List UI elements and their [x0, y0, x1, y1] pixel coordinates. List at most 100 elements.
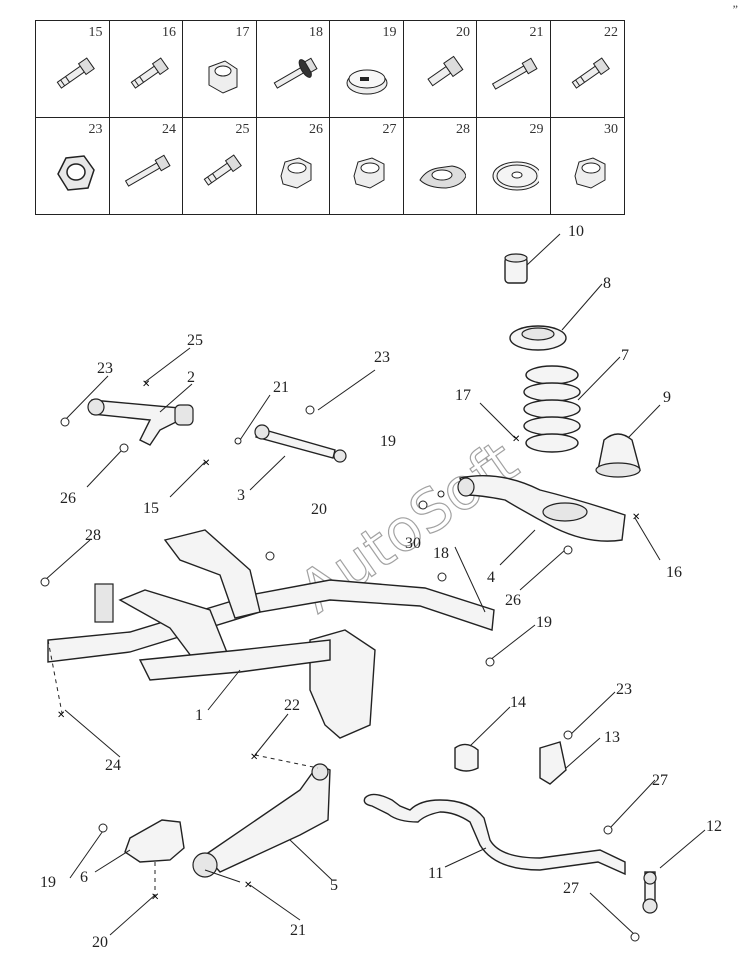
- legend-part-number: 25: [235, 121, 250, 137]
- callout-25: 25: [187, 332, 203, 349]
- legend-part-number: 19: [382, 25, 397, 40]
- callout-23: 23: [97, 360, 113, 377]
- callout-21: 21: [290, 922, 306, 939]
- fastener-markers: ✕ ✕ ✕ ✕ ✕ ✕ ✕ ✕: [40, 379, 640, 942]
- callout-8: 8: [603, 275, 611, 292]
- legend-cell-21: 21: [477, 21, 551, 118]
- callout-19: 19: [40, 874, 56, 891]
- callout-10: 10: [568, 223, 584, 240]
- legend-part-number: 29: [529, 121, 544, 137]
- legend-cell-27: 27: [330, 117, 404, 214]
- bolt-short-icon: [426, 55, 463, 87]
- legend-part-number: 18: [309, 25, 323, 40]
- legend-part-number: 22: [604, 25, 618, 40]
- legend-part-number: 27: [382, 121, 397, 137]
- part-bracket: [124, 819, 185, 863]
- callout-4: 4: [487, 569, 495, 586]
- part-coil-spring: [523, 365, 581, 453]
- x-marker: ✕: [202, 458, 210, 469]
- part-stabilizer-bar: [363, 793, 626, 876]
- legend-cell-30: 30: [551, 118, 625, 215]
- callout-20: 20: [92, 934, 108, 951]
- part-jounce-bumper: [595, 433, 641, 478]
- callout-23: 23: [374, 349, 390, 366]
- part-stabilizer-link: [642, 871, 658, 914]
- callout-2: 2: [187, 369, 195, 386]
- callout-15: 15: [143, 500, 159, 517]
- callout-17: 17: [455, 387, 471, 404]
- legend-part-number: 28: [456, 121, 470, 137]
- legend-cell-24: 24: [110, 117, 183, 214]
- legend-cell-25: 25: [183, 117, 257, 214]
- bolt-flanged-icon: [203, 153, 242, 186]
- legend-part-number: 16: [162, 25, 176, 40]
- legend-cell-29: 29: [477, 117, 551, 214]
- x-marker: ✕: [142, 379, 150, 390]
- legend-part-number: 21: [529, 25, 544, 40]
- legend-cell-22: 22: [550, 21, 624, 118]
- callout-12: 12: [706, 818, 722, 835]
- legend-part-number: 15: [88, 25, 103, 40]
- callout-30: 30: [405, 535, 421, 552]
- legend-part-number: 30: [604, 121, 618, 137]
- callout-13: 13: [604, 729, 620, 746]
- legend-cell-19: 19: [330, 21, 404, 118]
- bolt-flanged-icon: [130, 57, 169, 89]
- callout-1: 1: [195, 707, 203, 724]
- hex-nut-icon: [353, 156, 385, 189]
- legend-cell-28: 28: [404, 117, 477, 214]
- part-trailing-link: [87, 398, 194, 446]
- callout-27: 27: [652, 772, 668, 789]
- callout-5: 5: [330, 877, 338, 894]
- callout-6: 6: [80, 869, 88, 886]
- bolt-flanged-icon: [56, 57, 95, 89]
- cap-plug-icon: [346, 69, 388, 95]
- nut-collar-icon: [208, 60, 238, 94]
- callout-26: 26: [60, 490, 76, 507]
- callout-9: 9: [663, 389, 671, 406]
- legend-part-number: 24: [162, 121, 176, 137]
- legend-cell-18: 18: [256, 21, 330, 118]
- callout-21: 21: [273, 379, 289, 396]
- legend-cell-15: 15: [36, 21, 110, 118]
- part-bar-clamp: [539, 741, 567, 785]
- mount-plate-icon: [418, 164, 466, 189]
- callout-20: 20: [311, 501, 327, 518]
- part-lower-arm-rear: [192, 763, 331, 878]
- callout-14: 14: [510, 694, 526, 711]
- callout-16: 16: [666, 564, 682, 581]
- bolt-washer-icon: [273, 57, 318, 89]
- x-marker: ✕: [632, 512, 640, 523]
- callout-18: 18: [433, 545, 449, 562]
- corner-mark: ”: [732, 2, 738, 16]
- hex-nut-flanged-icon: [57, 154, 95, 191]
- part-subframe: [47, 529, 495, 739]
- legend-cell-23: 23: [36, 117, 110, 214]
- legend-cell-16: 16: [109, 21, 183, 118]
- legend-cell-26: 26: [257, 117, 330, 214]
- callout-27: 27: [563, 880, 579, 897]
- legend-part-number: 23: [88, 121, 103, 137]
- callout-19: 19: [536, 614, 552, 631]
- part-bar-bushing: [454, 743, 479, 772]
- bolt-long-icon: [491, 57, 538, 90]
- leader-lines: [44, 233, 706, 936]
- bolt-long-icon: [124, 154, 171, 187]
- part-spring-seat: [509, 325, 567, 351]
- callout-7: 7: [621, 347, 629, 364]
- hex-nut-icon: [279, 156, 311, 189]
- x-marker: ✕: [151, 892, 159, 903]
- legend-part-number: 20: [456, 25, 470, 40]
- x-marker: ✕: [57, 710, 65, 721]
- x-marker: ✕: [250, 752, 258, 763]
- part-bump-stop: [504, 253, 528, 284]
- legend-part-number: 26: [309, 121, 323, 137]
- callout-22: 22: [284, 697, 300, 714]
- callout-26: 26: [505, 592, 521, 609]
- washer-icon: [492, 161, 539, 190]
- callout-28: 28: [85, 527, 101, 544]
- callout-19: 19: [380, 433, 396, 450]
- callout-3: 3: [237, 487, 245, 504]
- part-lower-control-arm: [457, 475, 626, 542]
